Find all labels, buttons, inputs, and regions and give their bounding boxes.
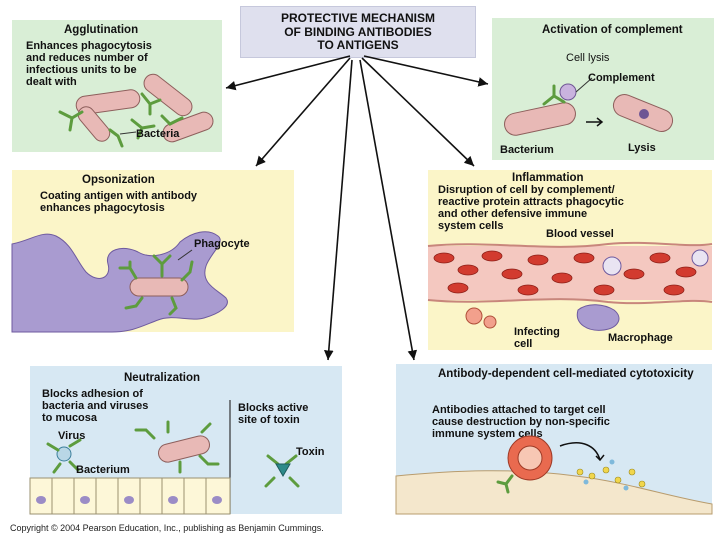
arrow-to-complement <box>364 56 488 84</box>
arrow-to-agglutination <box>226 56 350 88</box>
arrow-to-inflammation <box>362 58 474 166</box>
arrow-to-opsonization <box>256 58 350 166</box>
copyright-notice: Copyright © 2004 Pearson Education, Inc.… <box>10 523 324 533</box>
arrow-to-adcc <box>360 60 414 360</box>
arrow-to-neutralization <box>328 60 352 360</box>
